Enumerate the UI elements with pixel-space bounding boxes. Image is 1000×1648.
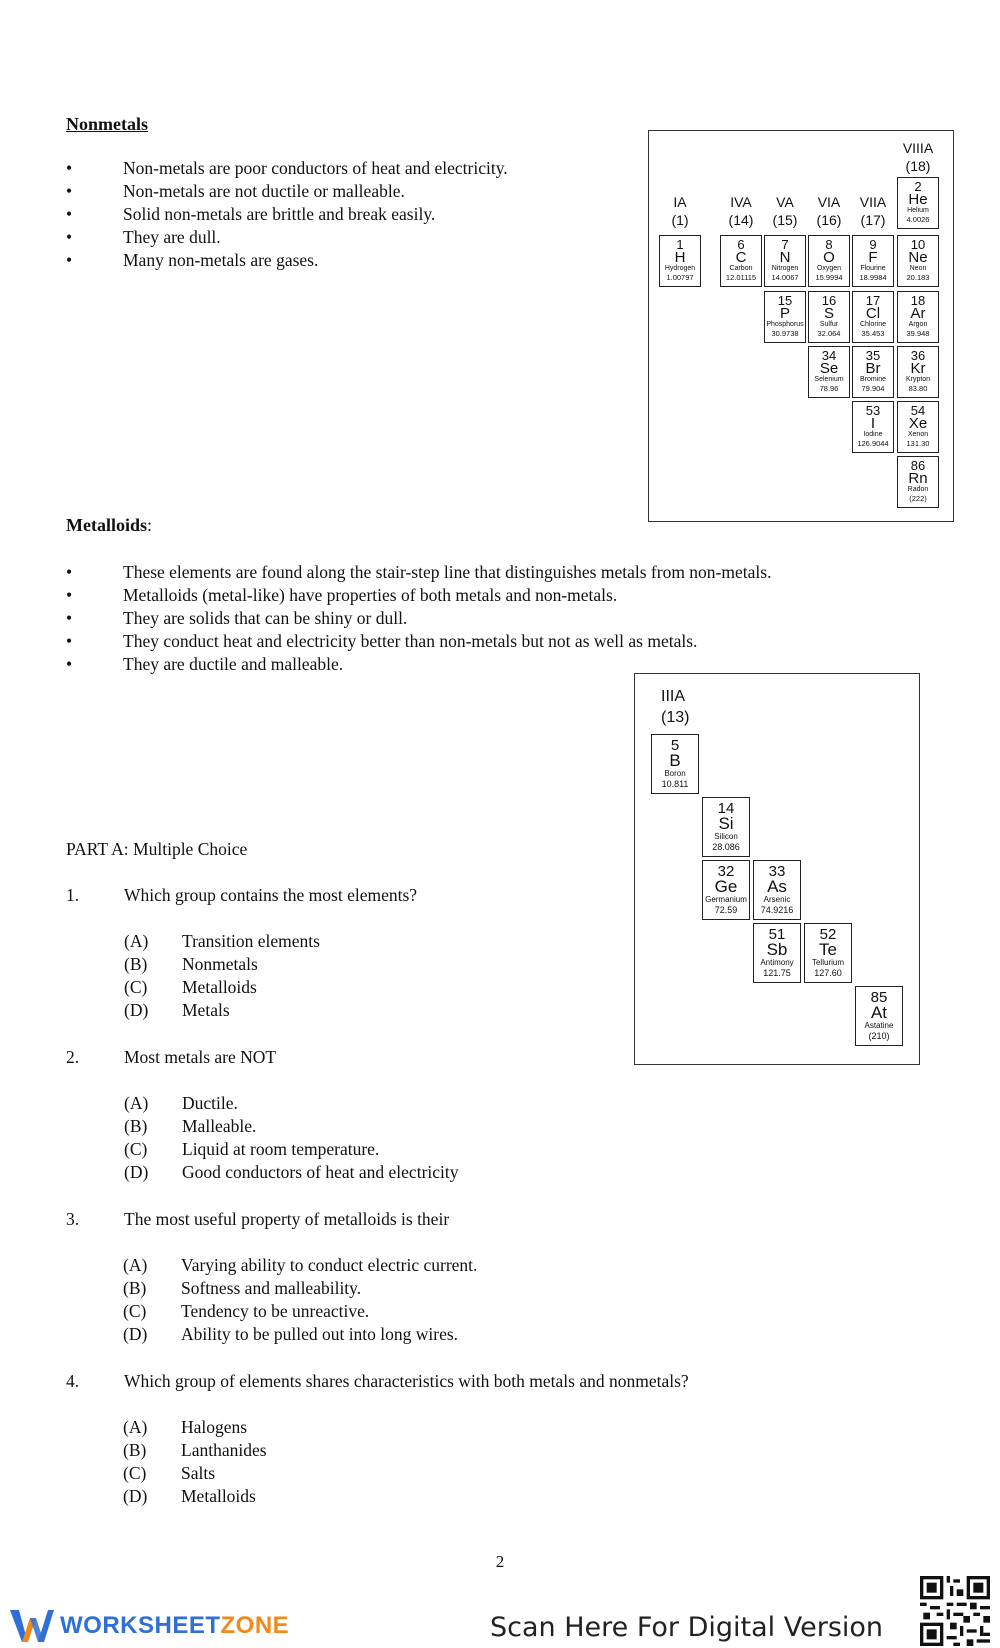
scan-here-text: Scan Here For Digital Version xyxy=(490,1612,884,1643)
list-item: •They are solids that can be shiny or du… xyxy=(66,608,408,628)
group-label: VA(15) xyxy=(772,194,798,228)
part-a-title: PART A: Multiple Choice xyxy=(66,839,248,859)
list-item: •Metalloids (metal-like) have properties… xyxy=(66,585,618,605)
logo-text: WORKSHEETZONE xyxy=(60,1612,290,1639)
group-label: VIIA(17) xyxy=(859,194,887,228)
group-label: IVA(14) xyxy=(728,194,754,228)
list-item: •These elements are found along the stai… xyxy=(66,562,772,582)
list-item: •Solid non-metals are brittle and break … xyxy=(66,204,436,224)
group-label: IIIA(13) xyxy=(661,688,690,726)
qr-code-icon[interactable] xyxy=(920,1576,990,1646)
metalloids-heading: Metalloids: xyxy=(66,515,153,535)
list-item: •Many non-metals are gases. xyxy=(66,250,319,270)
nonmetals-list: •Non-metals are poor conductors of heat … xyxy=(66,157,626,272)
logo-w-icon xyxy=(10,1610,54,1642)
group-label: VIIIA(18) xyxy=(902,140,934,174)
group-label: IA(1) xyxy=(671,194,689,228)
group-label: VIA(16) xyxy=(816,194,842,228)
list-item: •They are ductile and malleable. xyxy=(66,654,344,674)
nonmetals-heading: Nonmetals xyxy=(66,114,148,134)
page-number: 2 xyxy=(495,1552,505,1571)
worksheet-zone-logo[interactable]: WORKSHEETZONE xyxy=(10,1608,289,1644)
list-item: •Non-metals are not ductile or malleable… xyxy=(66,181,405,201)
list-item: •Non-metals are poor conductors of heat … xyxy=(66,158,508,178)
list-item: •They are dull. xyxy=(66,227,221,247)
metalloids-list: •These elements are found along the stai… xyxy=(66,561,946,676)
nonmetal-periodic-table: IA(1) IVA(14) VA(15) VIA(16) VIIA(17) VI… xyxy=(648,130,954,522)
list-item: •They conduct heat and electricity bette… xyxy=(66,631,698,651)
